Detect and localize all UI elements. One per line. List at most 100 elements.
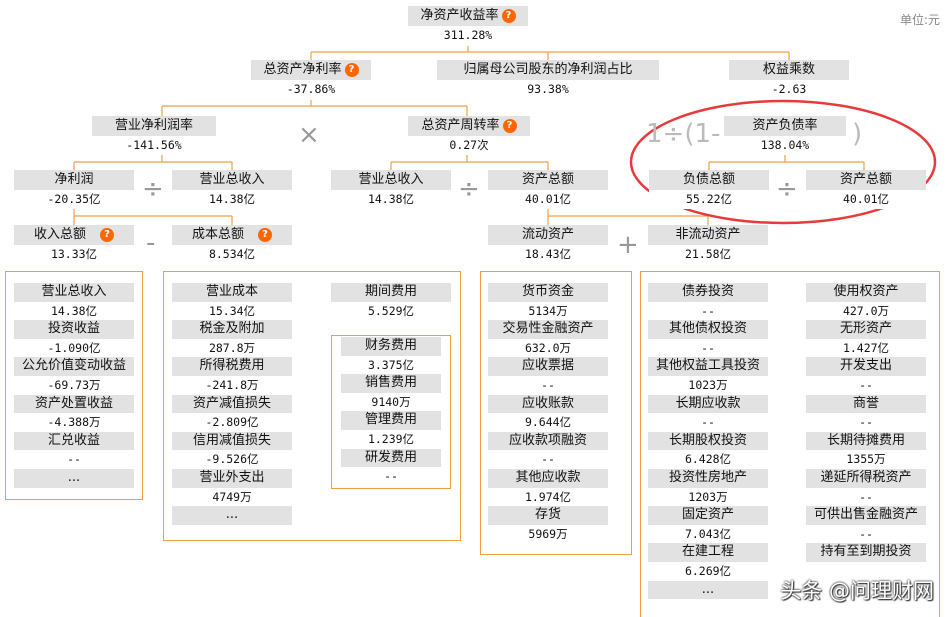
help-icon[interactable]: ? xyxy=(344,63,359,77)
node-value: 311.28% xyxy=(408,26,528,45)
list-item[interactable]: 开发支出-- xyxy=(806,357,926,395)
item-label: 无形资产 xyxy=(806,320,926,339)
node-value: 8.534亿 xyxy=(172,245,292,264)
net-profit-node[interactable]: 净利润 -20.35亿 xyxy=(14,170,134,209)
list-item[interactable]: 可供出售金融资产-- xyxy=(806,506,926,544)
roe-node[interactable]: 净资产收益率? 311.28% xyxy=(408,6,528,45)
list-item[interactable]: 债券投资-- xyxy=(648,283,768,321)
roa-node[interactable]: 总资产净利率? -37.86% xyxy=(251,60,371,99)
help-icon[interactable]: ? xyxy=(502,119,517,133)
list-item[interactable]: 信用减值损失-9.526亿 xyxy=(172,431,292,469)
one-div-operator: 1÷(1- xyxy=(646,119,721,149)
total-assets-node[interactable]: 资产总额 40.01亿 xyxy=(488,170,608,209)
item-label: 公允价值变动收益 xyxy=(14,357,134,376)
item-label: 期间费用 xyxy=(331,283,451,302)
help-icon[interactable]: ? xyxy=(258,228,272,242)
item-label: 应收票据 xyxy=(488,357,608,376)
item-label: 汇兑收益 xyxy=(14,431,134,451)
net-margin-node[interactable]: 营业净利润率 -141.56% xyxy=(92,116,216,155)
more-item[interactable]: ... xyxy=(172,506,292,525)
item-value: -241.8万 xyxy=(172,375,292,395)
list-item[interactable]: 投资收益-1.090亿 xyxy=(14,320,134,358)
more-item[interactable]: ... xyxy=(14,468,134,488)
node-value: 14.38亿 xyxy=(331,190,451,209)
parent-share-node[interactable]: 归属母公司股东的净利润占比 93.38% xyxy=(437,60,659,99)
help-icon[interactable]: ? xyxy=(100,228,114,242)
node-value: 55.22亿 xyxy=(649,190,769,209)
more-ellipsis[interactable]: ... xyxy=(172,506,292,525)
item-value: 3.375亿 xyxy=(341,355,441,375)
list-item[interactable]: 应收票据-- xyxy=(488,357,608,395)
list-item[interactable]: 应收款项融资-- xyxy=(488,431,608,469)
equity-multiplier-node[interactable]: 权益乘数 -2.63 xyxy=(729,60,849,99)
list-item[interactable]: 资产处置收益-4.388万 xyxy=(14,394,134,432)
total-assets-node[interactable]: 资产总额 40.01亿 xyxy=(806,170,926,209)
more-ellipsis[interactable]: ... xyxy=(648,580,768,600)
total-liabilities-node[interactable]: 负债总额 55.22亿 xyxy=(649,170,769,209)
help-icon[interactable]: ? xyxy=(501,9,516,23)
current-assets-node[interactable]: 流动资产 18.43亿 xyxy=(488,225,608,264)
asset-turnover-node[interactable]: 总资产周转率? 0.27次 xyxy=(408,116,530,155)
item-value: -69.73万 xyxy=(14,375,134,395)
item-value: -- xyxy=(648,338,768,358)
item-label: 长期待摊费用 xyxy=(806,431,926,451)
item-label: 投资收益 xyxy=(14,320,134,339)
total-income-node[interactable]: 收入总额? 13.33亿 xyxy=(14,225,134,264)
item-label: 营业成本 xyxy=(172,283,292,302)
item-label: 管理费用 xyxy=(341,411,441,430)
list-item[interactable]: 长期应收款-- xyxy=(648,394,768,432)
item-label: 递延所得税资产 xyxy=(806,468,926,488)
revenue-node[interactable]: 营业总收入 14.38亿 xyxy=(172,170,292,209)
list-item[interactable]: 汇兑收益-- xyxy=(14,431,134,469)
item-label: 税金及附加 xyxy=(172,320,292,339)
list-item[interactable]: 其他债权投资-- xyxy=(648,320,768,358)
item-value: -- xyxy=(806,487,926,507)
list-item[interactable]: 商誉-- xyxy=(806,394,926,432)
debt-ratio-node[interactable]: 资产负债率 138.04% xyxy=(724,116,846,155)
item-value: -- xyxy=(14,450,134,469)
list-item[interactable]: 所得税费用-241.8万 xyxy=(172,357,292,395)
noncurrent-assets-node[interactable]: 非流动资产 21.58亿 xyxy=(648,225,768,264)
item-label: 应收款项融资 xyxy=(488,431,608,451)
cost-detail-group xyxy=(163,271,461,541)
node-label: 成本总额 xyxy=(191,227,244,242)
node-label: 总资产周转率 xyxy=(421,118,500,133)
list-item[interactable]: 持有至到期投资 xyxy=(806,543,926,581)
list-item[interactable]: 资产减值损失-2.809亿 xyxy=(172,394,292,432)
revenue-node[interactable]: 营业总收入 14.38亿 xyxy=(331,170,451,209)
node-label: 净资产收益率 xyxy=(420,8,499,23)
more-ellipsis[interactable]: ... xyxy=(14,468,134,488)
list-item[interactable]: 递延所得税资产-- xyxy=(806,468,926,507)
total-cost-node[interactable]: 成本总额? 8.534亿 xyxy=(172,225,292,264)
item-value: 287.8万 xyxy=(172,338,292,358)
plus-operator: + xyxy=(617,230,639,260)
list-item[interactable]: 公允价值变动收益-69.73万 xyxy=(14,357,134,395)
list-item[interactable]: 研发费用-- xyxy=(341,448,441,486)
item-label: 应收账款 xyxy=(488,394,608,414)
item-value: 1023万 xyxy=(648,375,768,395)
more-item[interactable]: ... xyxy=(648,580,768,600)
